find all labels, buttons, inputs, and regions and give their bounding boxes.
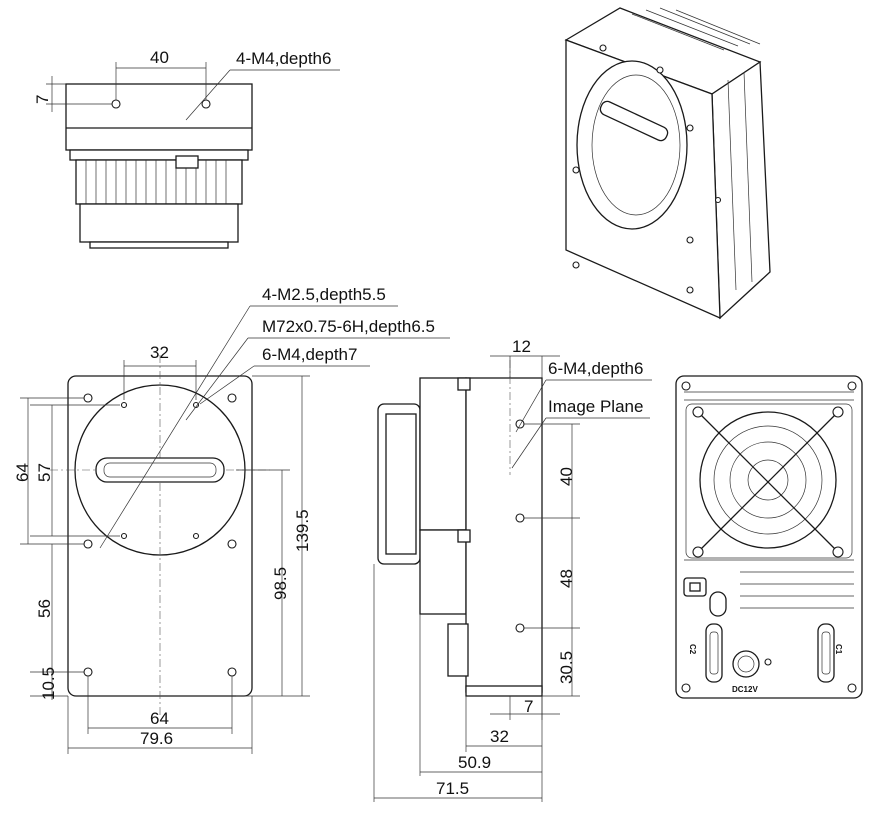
dim-top-7: 7	[33, 95, 52, 104]
dim-side-50-9: 50.9	[458, 753, 491, 772]
rear-fins	[684, 391, 854, 609]
isometric-view	[564, 7, 771, 320]
front-sensor-slot	[95, 457, 225, 483]
side-body	[465, 377, 543, 693]
front-callout-m72: M72x0.75-6H,depth6.5	[262, 317, 435, 336]
dim-side-12: 12	[512, 337, 531, 356]
rear-label-c1: C1	[834, 644, 843, 655]
rear-label-dc12v: DC12V	[732, 685, 758, 694]
dim-front-139-5: 139.5	[293, 509, 312, 552]
top-hole-left	[111, 99, 121, 109]
dim-side-40: 40	[557, 467, 576, 486]
rear-fan	[699, 411, 837, 549]
dim-side-30-5: 30.5	[557, 651, 576, 684]
dim-front-57: 57	[35, 463, 54, 482]
side-front-plate	[419, 377, 467, 531]
rear-label-c2: C2	[688, 644, 697, 655]
dim-front-64w: 64	[150, 709, 169, 728]
side-callout-image-plane: Image Plane	[548, 397, 643, 416]
side-view: 12 40 48 30.5 7 32 50.9 71.5 6-M4,depth6…	[373, 337, 652, 802]
front-view: 32 64 57 56 10.5 98.5 139.5 64 79.6 4-M	[13, 285, 450, 754]
front-callout-m2-5: 4-M2.5,depth5.5	[262, 285, 386, 304]
side-callout-m4: 6-M4,depth6	[548, 359, 643, 378]
dim-front-79-6: 79.6	[140, 729, 173, 748]
top-hole-right	[201, 99, 211, 109]
top-callout-holes: 4-M4,depth6	[236, 49, 331, 68]
dim-front-64h: 64	[13, 463, 32, 482]
iso-sensor-slot	[599, 100, 669, 142]
rear-connector-c2	[705, 623, 723, 683]
iso-fins	[631, 7, 761, 291]
dim-side-71-5: 71.5	[436, 779, 469, 798]
rear-connector-c1	[817, 623, 835, 683]
dim-side-7: 7	[524, 697, 533, 716]
rear-view: C2 C1 DC12V	[675, 375, 863, 699]
iso-lens-mount	[576, 60, 688, 230]
top-view: 40 7 4-M4,depth6	[33, 48, 340, 249]
dim-side-32: 32	[490, 727, 509, 746]
dim-side-48: 48	[557, 569, 576, 588]
dim-top-40: 40	[150, 48, 169, 67]
dim-front-98-5: 98.5	[271, 567, 290, 600]
front-callout-m4: 6-M4,depth7	[262, 345, 357, 364]
dim-front-10-5: 10.5	[39, 667, 58, 700]
rear-power-connector	[732, 650, 760, 678]
dim-front-56: 56	[35, 599, 54, 618]
dim-front-32: 32	[150, 343, 169, 362]
rear-button	[709, 591, 727, 617]
